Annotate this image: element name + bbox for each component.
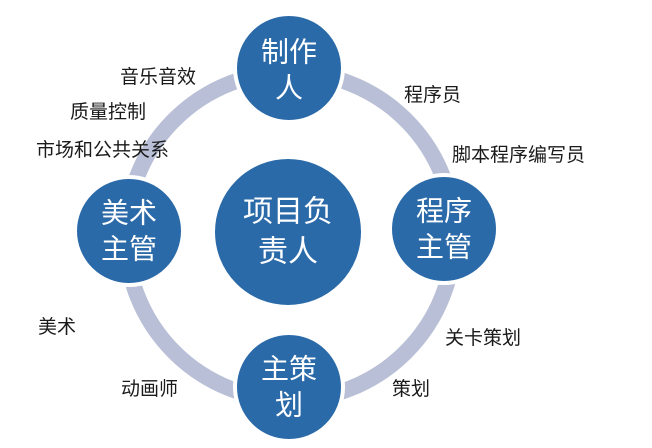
art-lead-node: 美术 主管: [73, 175, 185, 287]
design-lead-node-line-1: 主策: [261, 353, 317, 386]
producer-node-circle: [233, 12, 345, 124]
producer-node-line-2: 人: [275, 72, 303, 105]
label-art: 美术: [38, 316, 76, 338]
label-audio: 音乐音效: [120, 66, 196, 88]
design-lead-node-line-2: 划: [275, 389, 303, 422]
center-node-line-1: 项目负: [243, 195, 333, 230]
program-lead-node: 程序 主管: [388, 173, 500, 285]
art-lead-node-line-1: 美术: [101, 197, 157, 230]
label-script-writer: 脚本程序编写员: [452, 144, 585, 166]
label-designer: 策划: [392, 378, 430, 400]
center-node-circle: [211, 155, 365, 309]
label-programmer: 程序员: [404, 84, 461, 106]
label-qa: 质量控制: [70, 101, 146, 123]
producer-node: 制作 人: [233, 12, 345, 124]
producer-node-line-1: 制作: [261, 36, 317, 69]
design-lead-node: 主策 划: [233, 331, 345, 443]
program-lead-node-circle: [388, 173, 500, 285]
label-pr: 市场和公共关系: [36, 139, 169, 161]
program-lead-node-line-2: 主管: [416, 231, 472, 264]
label-animator: 动画师: [121, 378, 178, 400]
design-lead-node-circle: [233, 331, 345, 443]
art-lead-node-line-2: 主管: [101, 233, 157, 266]
center-node: 项目负 责人: [211, 155, 365, 309]
art-lead-node-circle: [73, 175, 185, 287]
label-level-design: 关卡策划: [445, 327, 521, 349]
program-lead-node-line-1: 程序: [416, 195, 472, 228]
center-node-line-2: 责人: [258, 235, 318, 270]
